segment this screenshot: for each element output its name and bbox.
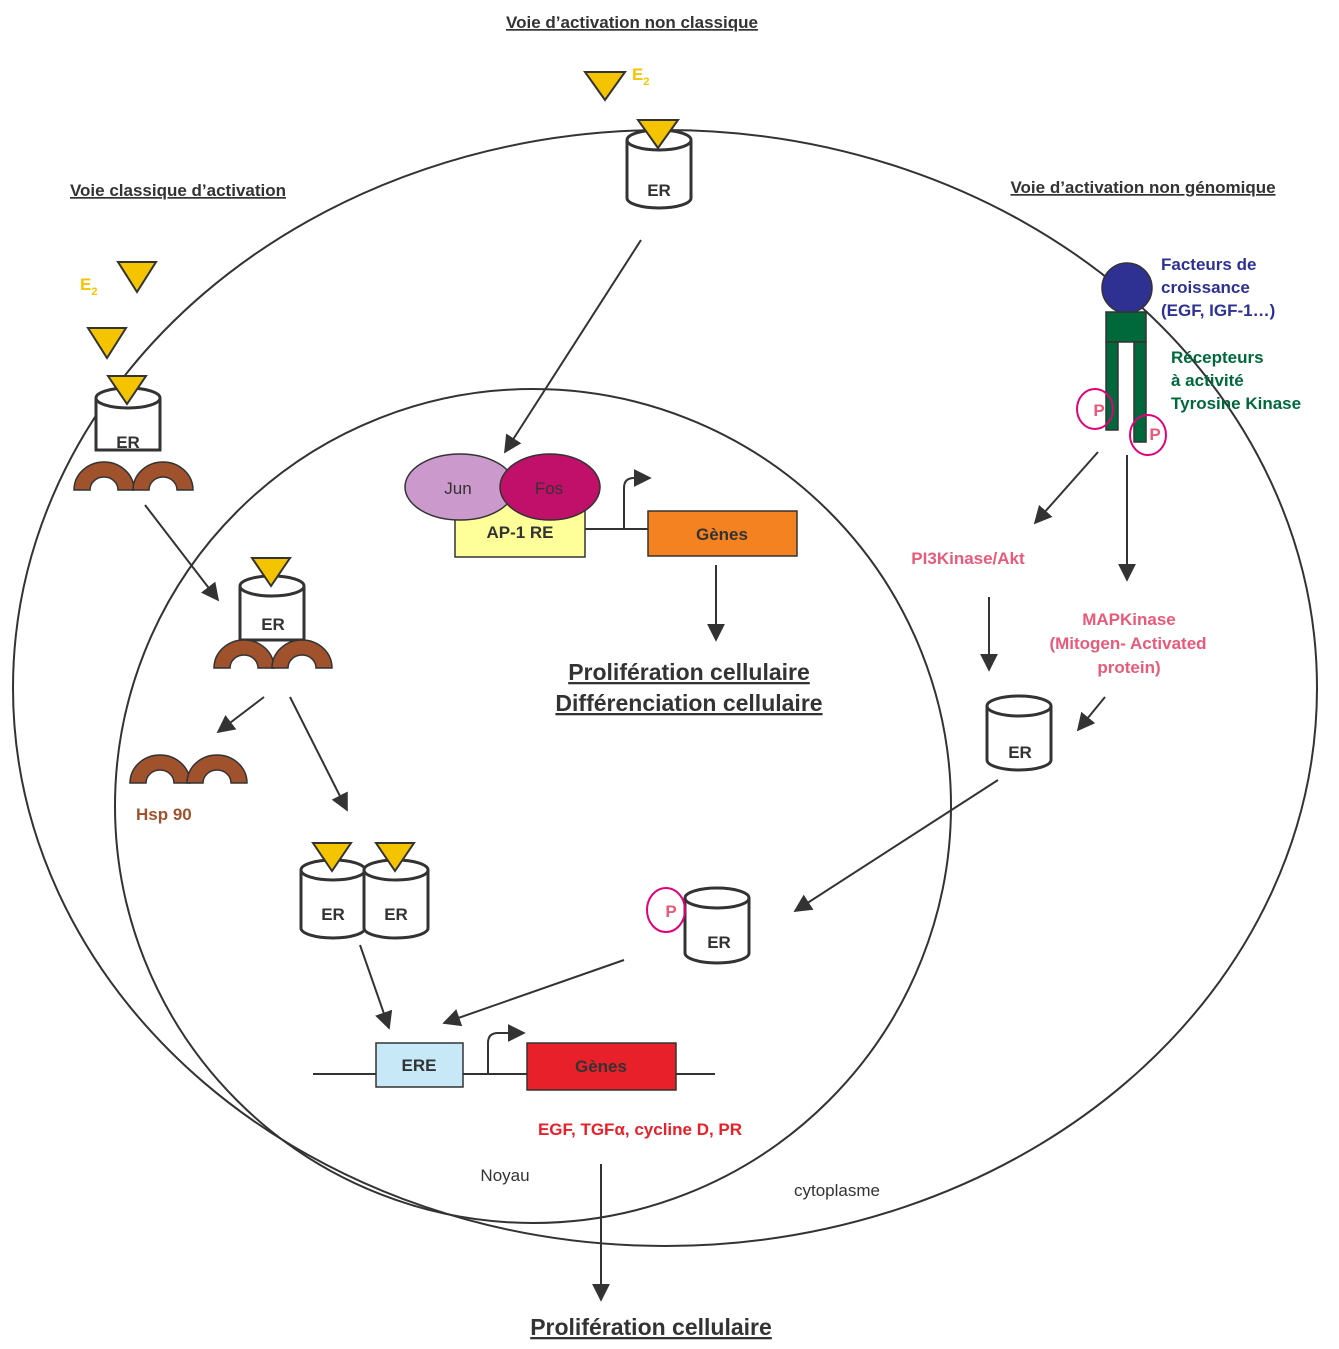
- pi3k-akt-label: PI3Kinase/Akt: [911, 549, 1025, 568]
- arrow-dimer-to-ere: [359, 944, 393, 1030]
- hsp90-released: [129, 754, 248, 784]
- growth-factor-line2: croissance: [1161, 278, 1250, 297]
- growth-factor: [1101, 262, 1153, 314]
- cytoplasm-label: cytoplasme: [794, 1181, 880, 1200]
- mapk-line1: MAPKinase: [1082, 610, 1176, 629]
- arrow-er-to-phospho-er: [793, 779, 999, 912]
- er-hsp90-complex-nucleus: ER: [213, 574, 333, 669]
- e2-ligand-bound-nucleus: [250, 557, 292, 588]
- ere-target-genes: EGF, TGFα, cycline D, PR: [538, 1120, 742, 1139]
- ere-element: [375, 1042, 464, 1088]
- e2-ligand-bound: [636, 119, 680, 150]
- tyrosine-kinase-receptor: [1105, 311, 1147, 443]
- ap1-outcome-line1: Prolifération cellulaire: [568, 659, 810, 685]
- transcription-start-arrow-ere: [487, 1024, 526, 1073]
- e2-ligand-classic-1: [116, 261, 158, 294]
- arrow-mapk-to-er: [1076, 696, 1106, 732]
- nucleus-label: Noyau: [480, 1166, 529, 1185]
- heading-classic: Voie classique d’activation: [70, 181, 286, 200]
- arrow-to-hsp90: [216, 696, 265, 734]
- final-outcome: Prolifération cellulaire: [530, 1314, 772, 1340]
- phospho-site-er: [646, 887, 686, 933]
- phospho-site-1: [1076, 388, 1114, 430]
- rtk-line2: à activité: [1171, 371, 1244, 390]
- arrow-cytoplasm-to-nucleus: [144, 504, 220, 602]
- e2-label-classic: E2: [80, 275, 97, 298]
- phospho-label-er: P: [665, 902, 676, 921]
- phosphorylated-er: ER: [683, 886, 751, 965]
- svg-text:ER: ER: [321, 905, 345, 924]
- jun-label: Jun: [444, 479, 471, 498]
- hsp90-label: Hsp 90: [136, 805, 192, 824]
- heading-non-classic: Voie d’activation non classique: [506, 13, 758, 32]
- svg-text:ER: ER: [261, 615, 285, 634]
- ere-label: ERE: [402, 1056, 437, 1075]
- nucleus-membrane: [114, 388, 952, 1224]
- svg-text:ER: ER: [707, 933, 731, 952]
- e2-label: E2: [632, 65, 649, 88]
- growth-factor-line3: (EGF, IGF-1…): [1161, 301, 1275, 320]
- arrow-rtk-to-pi3k: [1033, 451, 1099, 525]
- svg-text:ER: ER: [384, 905, 408, 924]
- svg-text:ER: ER: [647, 181, 671, 200]
- growth-factor-line1: Facteurs de: [1161, 255, 1256, 274]
- phospho-label-2: P: [1149, 425, 1160, 444]
- e2-ligand-dimer-1: [311, 842, 353, 873]
- fos-label: Fos: [535, 479, 563, 498]
- er-receptor-nongenomic: ER: [985, 694, 1053, 772]
- arrow-to-er-dimer: [289, 696, 348, 812]
- ere-genes-box: [526, 1042, 677, 1091]
- svg-text:ER: ER: [1008, 743, 1032, 762]
- fos-protein: [499, 453, 601, 521]
- phospho-site-2: [1129, 414, 1167, 456]
- rtk-line1: Récepteurs: [1171, 348, 1264, 367]
- ap1-genes-box: [647, 510, 798, 557]
- mapk-line2: (Mitogen- Activated: [1049, 634, 1206, 653]
- ap1-outcome-line2: Différenciation cellulaire: [555, 690, 822, 716]
- transcription-start-arrow-ap1: [623, 469, 652, 528]
- e2-ligand-classic-2: [86, 327, 128, 360]
- ap1-genes-label: Gènes: [696, 525, 748, 544]
- phospho-label-1: P: [1093, 401, 1104, 420]
- er-hsp90-complex-cytoplasm: ER: [73, 386, 194, 491]
- arrow-er-to-ap1: [504, 239, 642, 454]
- arrow-phospho-er-to-ere: [442, 959, 625, 1027]
- e2-ligand-bound-classic: [106, 375, 148, 406]
- er-dimer: ER ER: [299, 858, 430, 940]
- ere-genes-label: Gènes: [575, 1057, 627, 1076]
- heading-non-genomic: Voie d’activation non génomique: [1010, 178, 1275, 197]
- svg-text:ER: ER: [116, 433, 140, 452]
- ap1-re-label: AP-1 RE: [486, 523, 553, 542]
- mapk-line3: protein): [1097, 658, 1160, 677]
- rtk-line3: Tyrosine Kinase: [1171, 394, 1301, 413]
- e2-ligand-dimer-2: [374, 842, 416, 873]
- e2-ligand: [583, 71, 627, 102]
